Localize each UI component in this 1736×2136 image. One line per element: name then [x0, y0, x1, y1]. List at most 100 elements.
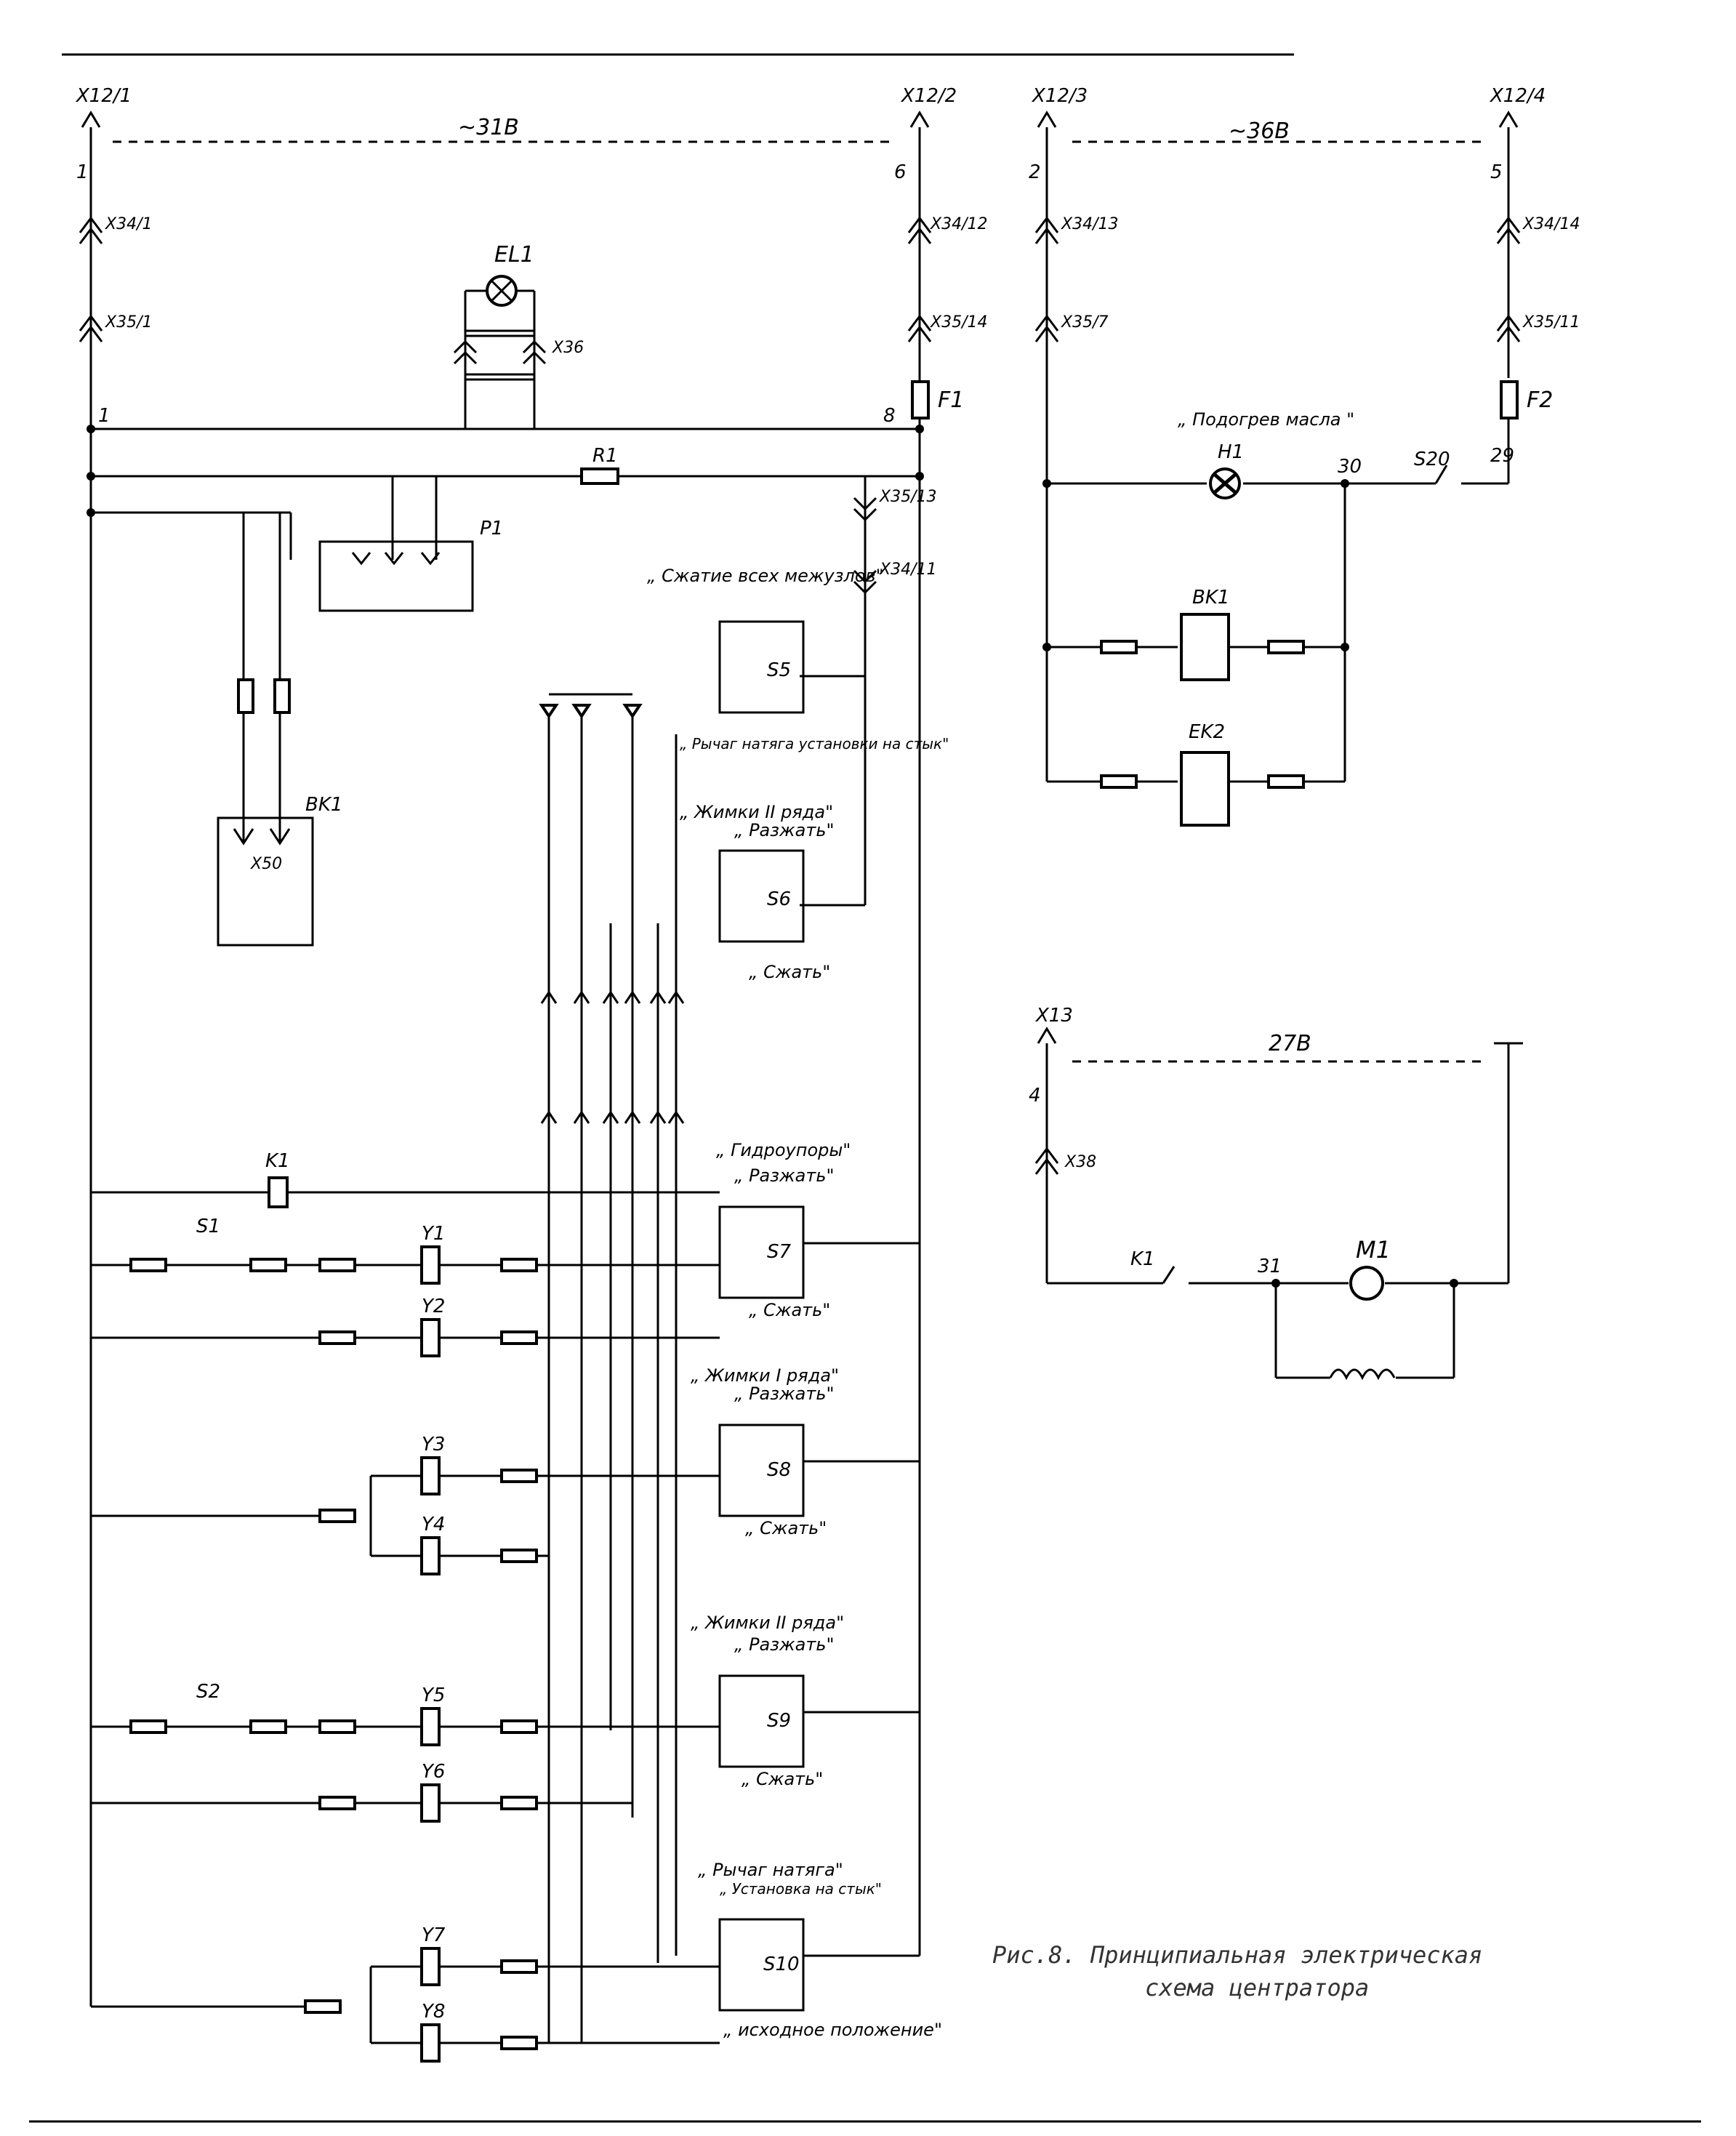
label-s1: S1 [196, 1216, 220, 1237]
conn-x34-12: X34/12 [930, 215, 987, 233]
caption-s7-open: „ Разжать" [734, 1165, 835, 1186]
solenoid-y7 [420, 1947, 441, 1986]
label-y1: Y1 [422, 1223, 445, 1245]
fuse-f2 [1500, 380, 1519, 419]
conn-x35-13: X35/13 [879, 488, 936, 506]
figure-caption-line1: Рис.8. Принципиальная электрическая [992, 1941, 1482, 1969]
caption-oil-heating: „ Подогрев масла " [1178, 409, 1354, 430]
caption-s9-close: „ Сжать" [742, 1769, 823, 1789]
terminal-x12-3: X12/3 [1031, 85, 1088, 107]
voltage-dc31: ~31B [458, 115, 519, 140]
label-ek2: EK2 [1189, 721, 1225, 743]
resistor-r1 [580, 467, 619, 485]
label-f1: F1 [938, 388, 964, 413]
label-el1: EL1 [494, 242, 534, 268]
label-s10: S10 [763, 1954, 800, 1975]
caption-s5-title: „ Сжатие всех межузлов" [647, 566, 884, 586]
label-y3: Y3 [422, 1434, 445, 1456]
label-s8: S8 [767, 1459, 791, 1481]
label-y5: Y5 [422, 1685, 445, 1706]
caption-s10-title: „ Рычаг натяга" [698, 1860, 843, 1880]
conn-x34-1: X34/1 [105, 215, 152, 233]
motor-circuit [1034, 1027, 1523, 1381]
conn-x34-13: X34/13 [1061, 215, 1118, 233]
relay-coil-k1 [268, 1176, 289, 1208]
label-y2: Y2 [422, 1296, 445, 1317]
conn-x38: X38 [1064, 1153, 1096, 1171]
wire-5: 5 [1490, 161, 1503, 183]
caption-s9-title: „ Жимки II ряда" [691, 1613, 844, 1633]
caption-s6-close: „ Сжать" [749, 962, 830, 982]
conn-x35-1: X35/1 [105, 313, 152, 332]
label-s5: S5 [767, 659, 791, 681]
caption-s5-lever: „ Рычаг натяга установки на стык" [680, 735, 949, 752]
terminal-x12-2: X12/2 [900, 85, 957, 107]
label-bk1-left: BK1 [305, 794, 342, 816]
label-y7: Y7 [422, 1924, 446, 1946]
solenoid-y2 [420, 1318, 441, 1357]
conn-x35-14: X35/14 [930, 313, 987, 332]
wire-31: 31 [1258, 1256, 1282, 1277]
voltage-dc27: 27B [1269, 1031, 1311, 1056]
caption-s9-open: „ Разжать" [734, 1634, 835, 1655]
solenoid-rows [91, 1176, 720, 2063]
caption-s7-close: „ Сжать" [749, 1300, 830, 1320]
wire-1: 1 [76, 161, 89, 183]
heater-circuit [1034, 111, 1521, 827]
terminal-x12-1: X12/1 [75, 85, 132, 107]
wire-8: 8 [883, 405, 896, 427]
heater-bk1 [1180, 613, 1230, 681]
label-f2: F2 [1527, 388, 1553, 413]
wire-4: 4 [1029, 1085, 1041, 1107]
label-y4: Y4 [422, 1514, 445, 1535]
switch-blocks [539, 620, 920, 2043]
label-y8: Y8 [422, 2001, 445, 2023]
caption-s6-title: „ Жимки II ряда" [680, 802, 833, 822]
caption-s10-sub: „ Установка на стык" [720, 1880, 882, 1898]
caption-s7-title: „ Гидроупоры" [716, 1140, 851, 1160]
switch-bk1-left [217, 816, 314, 947]
conn-x36: X36 [552, 339, 584, 357]
caption-s6-open: „ Разжать" [734, 820, 835, 840]
label-y6: Y6 [422, 1761, 445, 1783]
label-s9: S9 [767, 1710, 791, 1732]
sheet-frame [29, 53, 1701, 2123]
wire-2: 2 [1029, 161, 1041, 183]
wire-1b: 1 [98, 405, 110, 427]
label-p1: P1 [480, 518, 503, 539]
label-m1: M1 [1356, 1236, 1391, 1264]
label-s2: S2 [196, 1681, 220, 1703]
caption-s10-home: „ исходное положение" [723, 2020, 942, 2040]
label-s7: S7 [767, 1241, 792, 1263]
label-k1-coil: K1 [265, 1150, 290, 1172]
label-h1: H1 [1218, 441, 1244, 463]
wire-29: 29 [1490, 445, 1514, 467]
caption-s8-title: „ Жимки I ряда" [691, 1365, 839, 1386]
label-s20: S20 [1414, 449, 1450, 470]
motor-m1-icon [1349, 1266, 1384, 1301]
voltage-ac36: ~36B [1229, 119, 1290, 144]
caption-s8-close: „ Сжать" [745, 1518, 827, 1538]
label-k1: K1 [1130, 1248, 1155, 1270]
relay-block-p1 [318, 540, 474, 612]
wire-30: 30 [1338, 456, 1362, 478]
solenoid-y1 [420, 1245, 441, 1285]
label-r1: R1 [592, 445, 618, 467]
label-s6: S6 [767, 888, 791, 910]
wire-6: 6 [894, 161, 907, 183]
fuse-f1 [911, 380, 930, 419]
conn-x35-7: X35/7 [1061, 313, 1108, 332]
conn-x34-11: X34/11 [879, 561, 936, 579]
label-bk1-right: BK1 [1192, 587, 1229, 609]
figure-caption-line2: схема центратора [1145, 1974, 1369, 2002]
terminal-x13: X13 [1034, 1005, 1073, 1027]
labels: X12/1 X12/2 X12/3 X12/4 X13 ~31B ~36B 27… [75, 85, 1580, 2040]
conn-x50: X50 [250, 855, 282, 873]
solenoid-y8 [420, 2023, 441, 2063]
solenoid-y3 [420, 1456, 441, 1495]
conn-x34-14: X34/14 [1522, 215, 1580, 233]
conn-x35-11: X35/11 [1522, 313, 1580, 332]
caption-s8-open: „ Разжать" [734, 1384, 835, 1404]
solenoid-y4 [420, 1536, 441, 1575]
